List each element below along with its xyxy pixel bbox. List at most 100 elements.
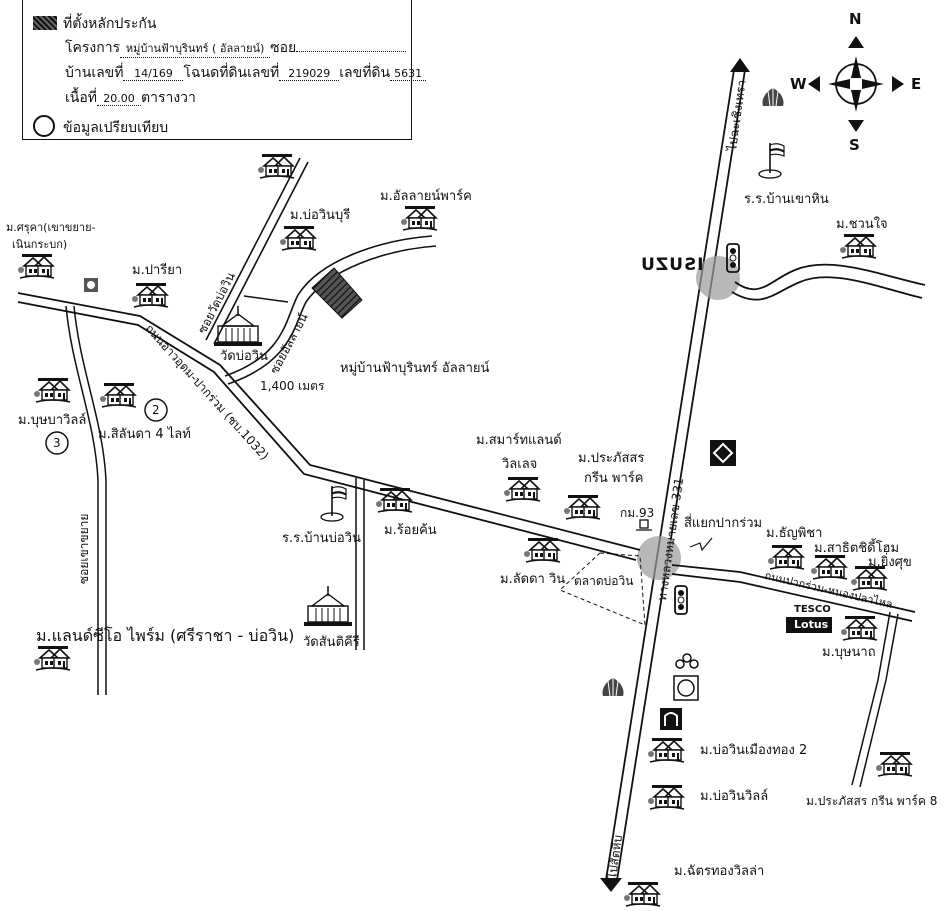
soi-khaokhayai-road bbox=[65, 305, 107, 695]
label-prasassorn: ม.ประภัสสร bbox=[578, 451, 645, 466]
house-icon-chuanchai bbox=[839, 233, 877, 259]
label-wat-santikhiri: วัดสันติคีรี bbox=[303, 635, 360, 650]
label-bowinburi: ม.บ่อวินบุรี bbox=[290, 208, 351, 223]
connector-road bbox=[243, 295, 289, 303]
label-num-3: 3 bbox=[53, 436, 61, 450]
shell-gas-icon-south bbox=[601, 677, 625, 697]
other-logo-icon bbox=[84, 278, 98, 292]
label-thanyapisha: ม.ธัญพิชา bbox=[766, 526, 823, 541]
bank-logo-icon bbox=[710, 440, 736, 466]
shell-gas-icon-north bbox=[761, 87, 785, 107]
label-srukha: ม.ศรุคา(เขาขยาย- bbox=[6, 221, 96, 234]
label-num-2: 2 bbox=[152, 403, 160, 417]
house-icon-pariya bbox=[131, 282, 169, 308]
scb-logo-icon bbox=[673, 675, 699, 701]
pakruam-junction-circle bbox=[637, 536, 681, 580]
label-roikhan: ม.ร้อยค้น bbox=[384, 523, 437, 538]
label-yingsuk: ม.ยิ่งศุข bbox=[868, 555, 912, 570]
label-rr-bowin: ร.ร.บ้านบ่อวิน bbox=[282, 531, 361, 546]
road-prasassorn8 bbox=[851, 611, 899, 788]
label-smartland: ม.สมาร์ทแลนด์ bbox=[476, 433, 562, 448]
label-soi-khaokhayai: ซอยเขาขยาย bbox=[77, 513, 91, 584]
ktb-logo-icon bbox=[675, 653, 699, 669]
label-bussana: ม.บุษนาถ bbox=[822, 645, 876, 660]
comparison-marker-3 bbox=[45, 431, 69, 455]
label-tesco: TESCO bbox=[794, 604, 831, 615]
house-icon-prasassorn8 bbox=[875, 751, 913, 777]
house-icon-silanda bbox=[99, 382, 137, 408]
label-prasassorn8: ม.ประภัสสร กรีน พาร์ค 8 bbox=[806, 794, 938, 808]
label-village: หมู่บ้านฟ้าบุรินทร์ อัลลายน์ bbox=[340, 361, 490, 376]
road-east bbox=[671, 564, 916, 622]
road-santikhiri bbox=[355, 478, 365, 650]
label-landcio: ม.แลนด์ซีโอ ไพร์ม (ศรีราชา - บ่อวิน) bbox=[36, 626, 295, 645]
house-icon-sathitchidee bbox=[810, 554, 848, 580]
arrow-south-icon bbox=[600, 878, 622, 892]
house-icon-bowin-muangthong bbox=[647, 737, 685, 763]
label-lotus: Lotus bbox=[794, 618, 829, 631]
label-intersection: สี่แยกปากร่วม bbox=[684, 516, 763, 531]
label-chuanchai: ม.ชวนใจ bbox=[836, 217, 888, 232]
intersection-pointer bbox=[689, 537, 713, 552]
house-icon-landcio bbox=[33, 645, 71, 671]
house-icon-chattong bbox=[623, 881, 661, 907]
road-chuanchai bbox=[731, 263, 926, 301]
house-icon-bussana bbox=[840, 615, 878, 641]
label-alliance-park: ม.อัลลายน์พาร์ค bbox=[380, 189, 472, 204]
house-icon-boonbavil bbox=[33, 377, 71, 403]
legend-box: ที่ตั้งหลักประกัน โครงการหมู่บ้านฟ้าบุริ… bbox=[22, 0, 427, 140]
compass-w: W bbox=[790, 75, 807, 93]
soi-alliance-road bbox=[224, 235, 437, 385]
comparison-marker-2 bbox=[144, 398, 168, 422]
compass-s: S bbox=[849, 136, 860, 154]
label-srukha-2: เนินกระบก) bbox=[12, 238, 68, 251]
house-icon-prasassorn bbox=[563, 494, 601, 520]
soi-wat-bowin-road bbox=[205, 157, 309, 345]
house-icon-alliance bbox=[400, 205, 438, 231]
hatch-swatch-icon bbox=[33, 16, 57, 30]
label-sathitchidee: ม.สาธิตชิดี้โฮม bbox=[814, 541, 900, 556]
label-bowin-muangthong: ม.บ่อวินเมืองทอง 2 bbox=[700, 743, 808, 758]
km-post-icon bbox=[636, 519, 652, 531]
circle-swatch-icon bbox=[33, 115, 55, 137]
label-silanda: ม.สิลันดา 4 ไลท์ bbox=[98, 427, 191, 442]
bbl-logo-icon bbox=[660, 708, 682, 730]
compass-rose-icon bbox=[808, 36, 904, 132]
label-bowinvill: ม.บ่อวินวิลล์ bbox=[700, 789, 769, 804]
collateral-plot bbox=[311, 267, 363, 319]
compass-n: N bbox=[849, 10, 862, 28]
label-smartland-2: วิลเลจ bbox=[502, 457, 538, 472]
road-1032 bbox=[17, 292, 641, 561]
house-icon-bowinburi-top bbox=[257, 153, 295, 179]
label-rr-khaohin: ร.ร.บ้านเขาหิน bbox=[744, 192, 829, 207]
traffic-light-icon-south bbox=[674, 585, 688, 615]
house-icon-roikhan bbox=[375, 487, 413, 513]
label-market: ตลาดบ่อวิน bbox=[574, 574, 634, 588]
label-ladda: ม.ลัดดา วิน bbox=[500, 572, 566, 587]
label-prasassorn-2: กรีน พาร์ค bbox=[584, 471, 644, 486]
arrow-north-icon bbox=[730, 58, 750, 72]
compass-e: E bbox=[911, 75, 922, 93]
isuzu-junction-circle bbox=[696, 256, 740, 300]
highway-331-road bbox=[605, 69, 746, 881]
house-icon-ladda bbox=[523, 537, 561, 563]
label-pariya: ม.ปารียา bbox=[132, 263, 183, 278]
isuzu-logo: ISUZU bbox=[640, 255, 704, 275]
house-icon-thanyapisha bbox=[767, 544, 805, 570]
house-icon-bowinburi bbox=[279, 225, 317, 251]
tesco-lotus-logo bbox=[786, 617, 832, 633]
legend-collateral-row: ที่ตั้งหลักประกัน bbox=[33, 13, 156, 35]
legend-project-row: โครงการหมู่บ้านฟ้าบุรินทร์ ( อัลลายน์)ซอ… bbox=[65, 37, 407, 59]
school-flag-icon-bowin bbox=[320, 485, 347, 522]
market-area bbox=[559, 552, 646, 626]
label-distance: 1,400 เมตร bbox=[260, 379, 325, 393]
label-chattong: ม.ฉัตรทองวิลล่า bbox=[674, 864, 765, 879]
label-km93: กม.93 bbox=[620, 506, 655, 520]
house-icon-smartland bbox=[503, 476, 541, 502]
label-boonbavil: ม.บุษบาวิลล์ bbox=[18, 413, 87, 428]
legend-comparison-row: ข้อมูลเปรียบเทียบ bbox=[33, 115, 168, 139]
house-icon-bowinvill bbox=[647, 784, 685, 810]
